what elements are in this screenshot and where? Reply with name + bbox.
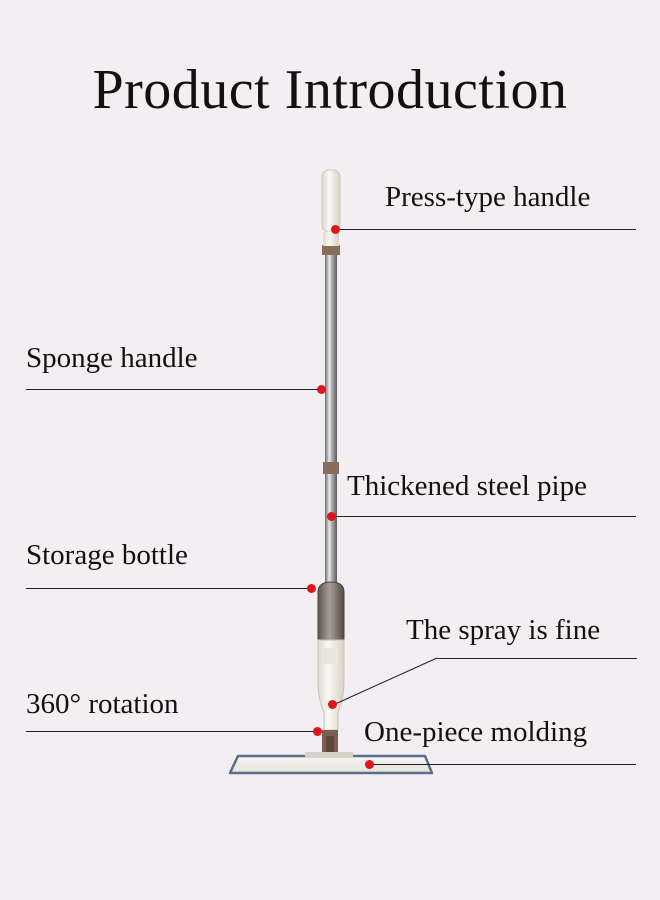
callout-sponge-handle: Sponge handle (26, 342, 198, 374)
press-handle-grip (321, 169, 341, 233)
upper-steel-pipe (325, 255, 337, 463)
marker-dot-press-type-handle (331, 225, 340, 234)
lower-steel-pipe (325, 474, 337, 586)
callout-line-sponge-handle (26, 389, 322, 390)
storage-bottle (317, 581, 345, 649)
marker-dot-spray-is-fine (328, 700, 337, 709)
callout-spray-is-fine: The spray is fine (406, 614, 601, 646)
page-title: Product Introduction (92, 59, 568, 121)
callout-line-storage-bottle (26, 588, 312, 589)
marker-dot-sponge-handle (317, 385, 326, 394)
handle-brown-ring (322, 245, 340, 255)
mop-pad (228, 754, 434, 775)
callout-thickened-steel-pipe: Thickened steel pipe (347, 470, 587, 502)
callout-line-360-rotation (26, 731, 318, 732)
callout-line-spray-is-fine (437, 658, 637, 659)
callout-line-thickened-steel-pipe (331, 516, 636, 517)
callout-press-type-handle: Press-type handle (385, 181, 591, 213)
callout-line-press-type-handle (336, 229, 636, 230)
marker-dot-360-rotation (313, 727, 322, 736)
pipe-joint-ring (323, 462, 339, 474)
handle-neck (323, 232, 339, 246)
callout-line-one-piece-molding (370, 764, 636, 765)
body-window (324, 648, 338, 664)
marker-dot-one-piece-molding (365, 760, 374, 769)
marker-dot-thickened-steel-pipe (327, 512, 336, 521)
callout-storage-bottle: Storage bottle (26, 539, 188, 571)
callout-one-piece-molding: One-piece molding (364, 716, 588, 748)
callout-360-rotation: 360° rotation (26, 688, 179, 720)
marker-dot-storage-bottle (307, 584, 316, 593)
